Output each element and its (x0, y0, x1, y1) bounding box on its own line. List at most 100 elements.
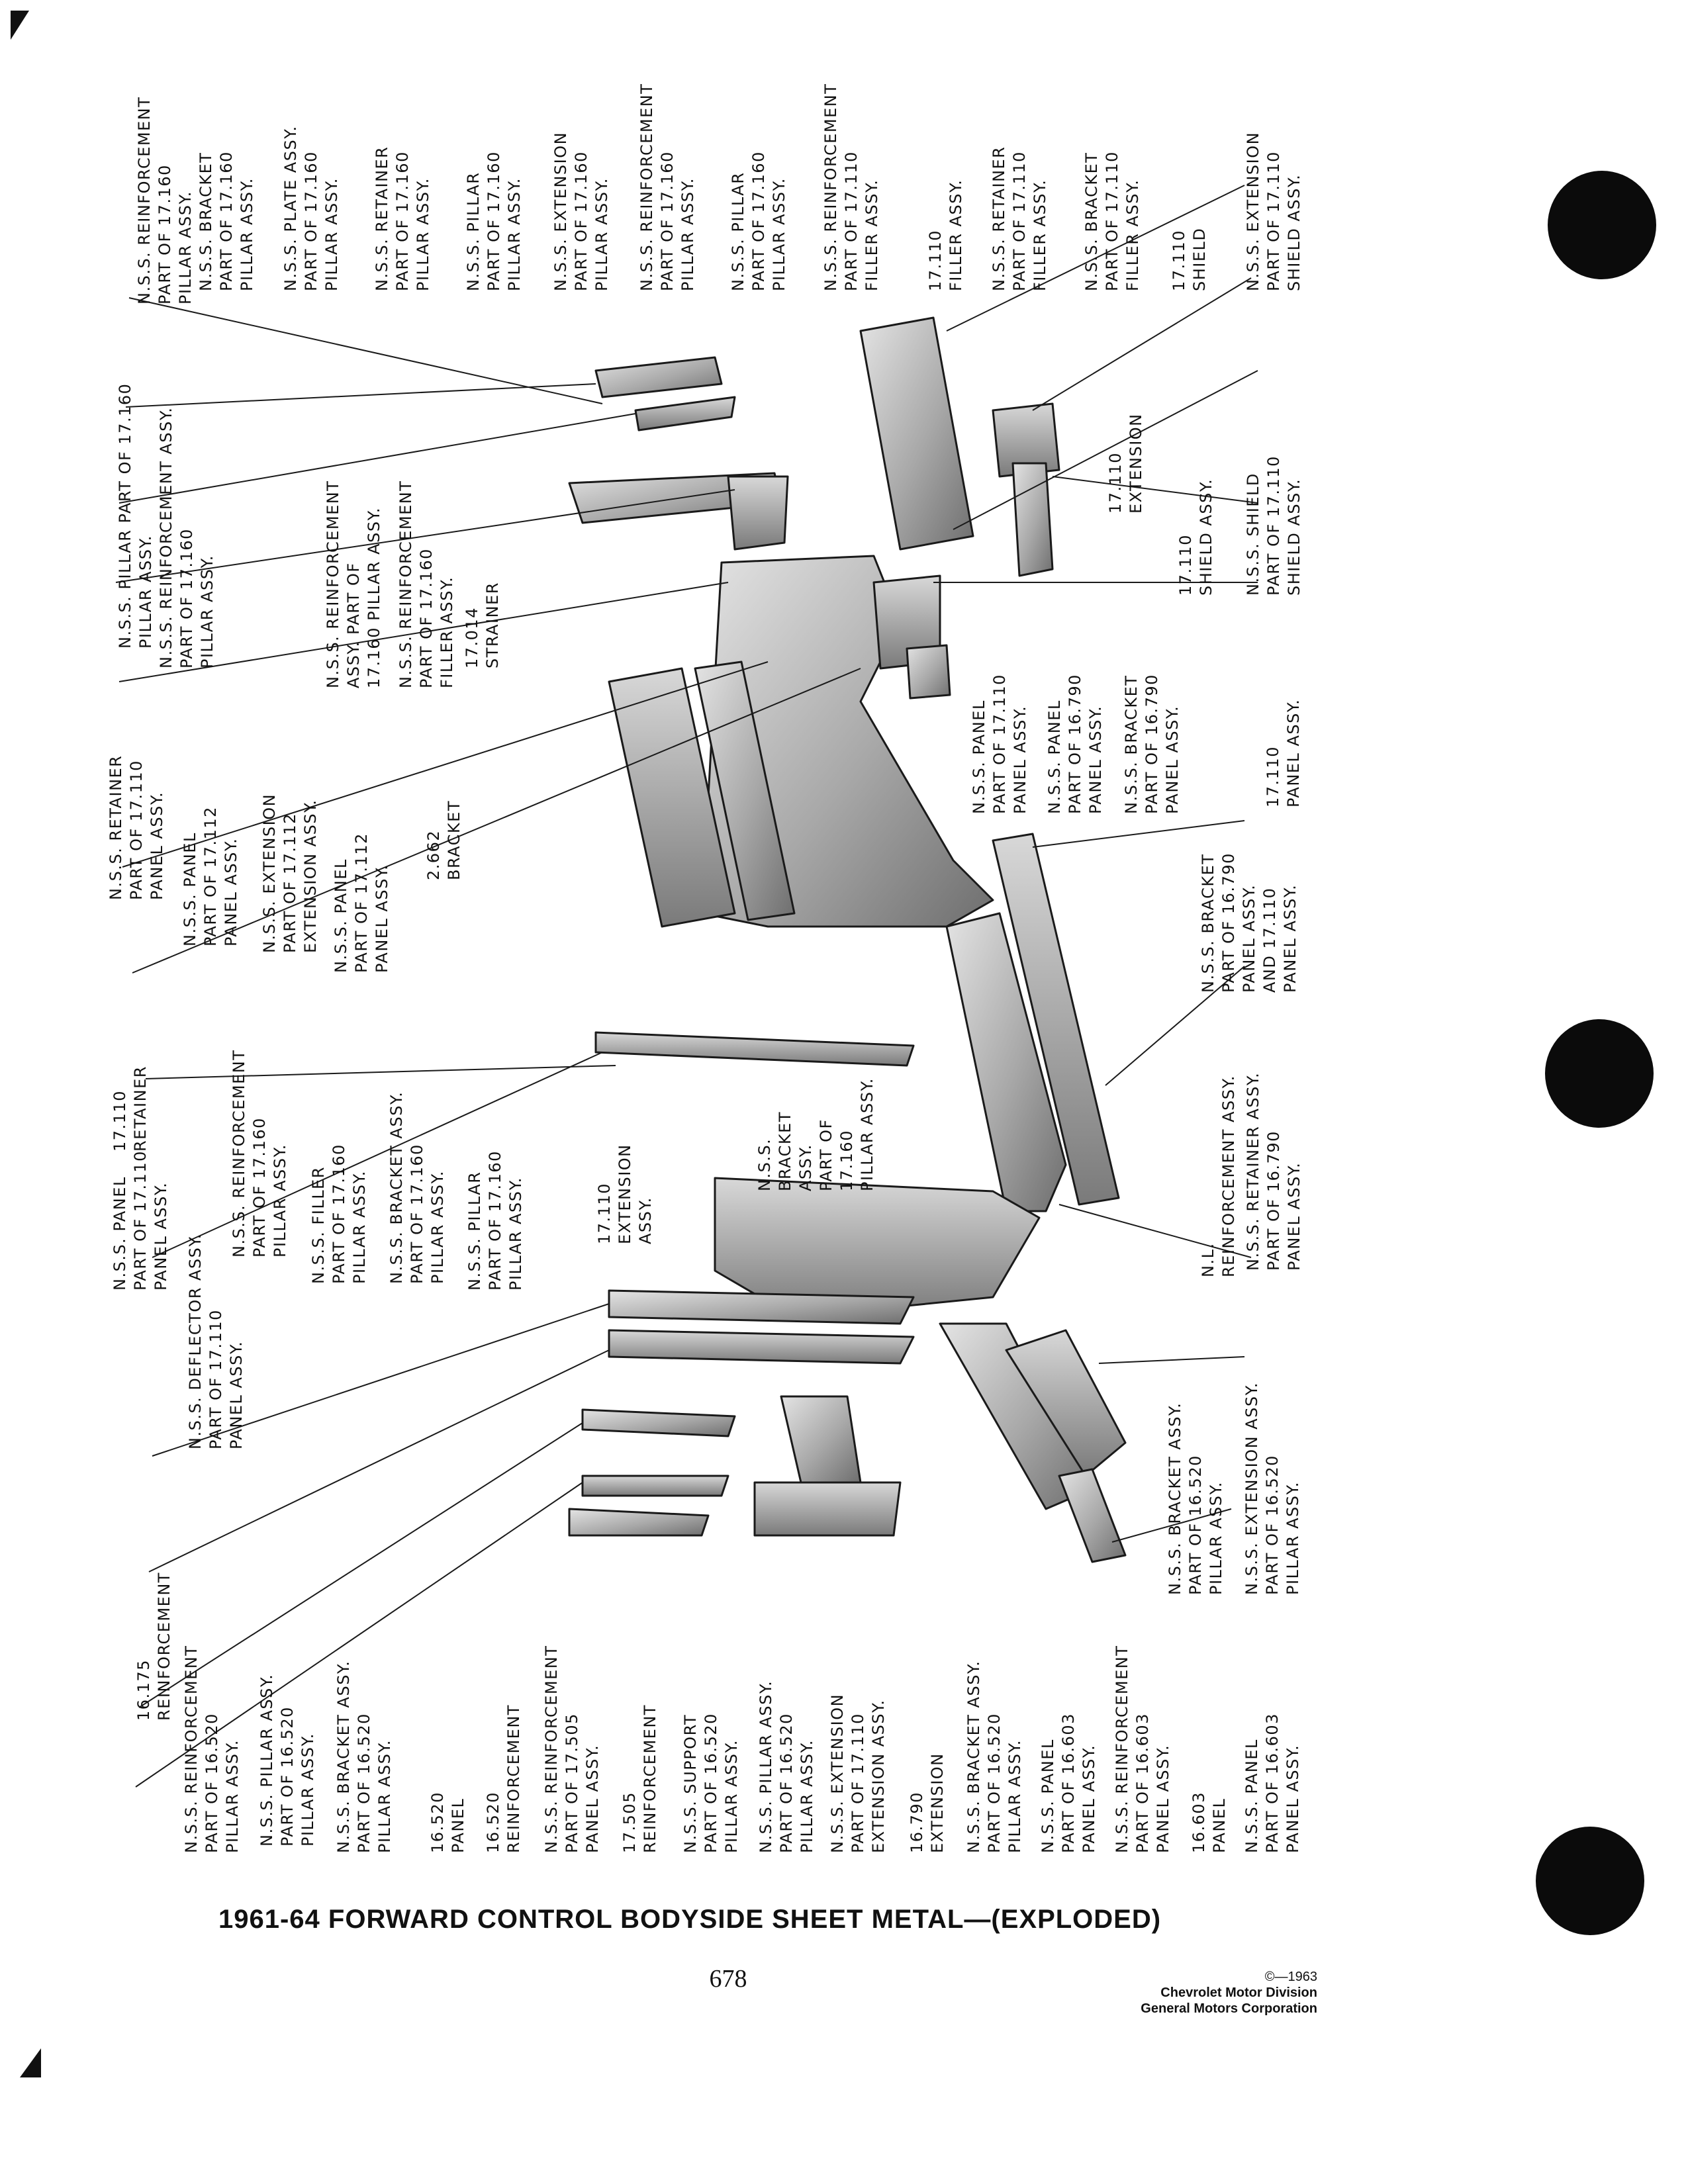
label-line: PART OF 17.112 (352, 833, 371, 973)
label-line: N.S.S. FILLER (309, 1166, 328, 1284)
label-line: 17.505 (620, 1792, 639, 1853)
label-line: PART OF 17.110 (207, 1309, 225, 1449)
label-line: N.S.S. REINFORCEMENT (135, 96, 154, 304)
label-line: PILLAR ASSY. (414, 177, 432, 291)
label-line: N.S.S. PANEL (111, 1176, 129, 1291)
part-upper-bracket-cluster (594, 356, 723, 398)
part-strip-17505 (581, 1408, 736, 1437)
label-line: N.S.S. (755, 1138, 774, 1191)
label-line: PART OF 17.160 (749, 151, 768, 291)
label-line: ASSY. (796, 1144, 815, 1191)
label-line: N.S.S. PILLAR PART OF 17.160 (116, 383, 134, 649)
label-line: N.S.S. RETAINER (373, 146, 391, 291)
part-side-reinforcement (992, 833, 1120, 1206)
label-line: PART OF (817, 1118, 835, 1191)
label-line: N.S.S. EXTENSION (551, 131, 570, 291)
label-line: N.L. (1199, 1242, 1217, 1277)
label-line: STRAINER (483, 582, 502, 668)
label-line: PANEL ASSY. (152, 1181, 170, 1291)
part-lower-bodyside (714, 1177, 1041, 1318)
label-line: SHIELD ASSY. (1197, 478, 1215, 596)
label-line: PILLAR ASSY. (238, 177, 256, 291)
binder-hole-bottom (1536, 1827, 1644, 1935)
label-line: PANEL ASSY. (1154, 1744, 1172, 1853)
label-line: BRACKET (776, 1111, 794, 1191)
label-line: PART OF 17.112 (201, 806, 220, 946)
label-line: N.S.S. EXTENSION ASSY. (1243, 1382, 1261, 1595)
label-line: PILLAR ASSY. (350, 1170, 369, 1284)
label-line: REINFORCEMENT (504, 1704, 523, 1853)
label-line: PANEL (1210, 1797, 1229, 1853)
label-line: N.S.S. PILLAR (465, 1171, 484, 1291)
label-line: PART OF 17.110 (127, 760, 146, 900)
part-upper-pillar-strip (634, 396, 736, 432)
label-line: PILLAR ASSY. (798, 1739, 816, 1853)
label-line: FILLER ASSY. (1123, 179, 1142, 291)
binder-hole-top (1548, 171, 1656, 279)
part-central-pillar-panel (608, 667, 736, 928)
leader-line (1032, 277, 1252, 411)
leader-line (118, 413, 636, 504)
part-strip-16520 (608, 1289, 915, 1325)
label-line: 16.520 (428, 1792, 447, 1853)
label-line: 17.110 (111, 1090, 129, 1152)
label-line: 16.175 (134, 1659, 153, 1721)
registration-mark-bottom-left (20, 2048, 41, 2077)
label-line: 17.160 PILLAR ASSY. (365, 507, 383, 688)
label-line: PILLAR ASSY. (428, 1170, 447, 1284)
label-line: PART OF 17.505 (563, 1713, 581, 1853)
label-line: PART OF 17.110 (990, 674, 1009, 814)
label-line: FILLER ASSY. (438, 576, 456, 688)
label-line: N.S.S. PANEL (1039, 1739, 1057, 1853)
leader-line (1032, 820, 1245, 848)
leader-line (1111, 1508, 1232, 1543)
label-line: PILLAR ASSY. (722, 1739, 741, 1853)
label-line: PART OF 17.160 (250, 1117, 269, 1257)
label-line: N.S.S. REINFORCEMENT ASSY. (157, 406, 175, 668)
label-line: N.S.S. BRACKET ASSY. (1166, 1402, 1184, 1595)
leader-line (135, 1482, 583, 1788)
label-line: 17.014 (463, 607, 481, 668)
label-line: PANEL ASSY. (1011, 705, 1029, 814)
label-line: PILLAR ASSY. (322, 177, 341, 291)
label-line: PART OF 17.110 (849, 1713, 867, 1853)
label-line: PART OF 17.160 (417, 548, 436, 688)
label-line: PILLAR ASSY. (375, 1739, 394, 1853)
label-line: N.S.S. RETAINER (107, 754, 125, 900)
label-line: N.S.S. BRACKET (1082, 152, 1101, 291)
label-line: N.S.S. REINFORCEMENT (637, 83, 656, 291)
label-line: PANEL ASSY. (1281, 884, 1299, 993)
label-line: N.S.S. REINFORCEMENT (397, 480, 415, 688)
label-line: SHIELD (1190, 227, 1209, 291)
label-line: N.S.S. PANEL (970, 700, 988, 814)
part-lower-corner-reinforcement (1058, 1468, 1127, 1563)
label-line: N.S.S. SUPPORT (681, 1713, 700, 1853)
label-line: PANEL ASSY. (1284, 1744, 1302, 1853)
label-line: 17.110 (926, 230, 945, 291)
label-line: EXTENSION ASSY. (869, 1699, 888, 1853)
label-line: 17.110 (1106, 452, 1125, 514)
label-line: PANEL ASSY. (222, 837, 240, 946)
leader-line (1098, 1356, 1245, 1364)
leader-line (138, 1422, 583, 1708)
leader-line (953, 370, 1258, 530)
label-line: PART OF 17.160 (330, 1144, 348, 1284)
label-line: N.S.S. BRACKET ASSY. (334, 1660, 353, 1853)
binder-hole-middle (1545, 1019, 1654, 1128)
label-line: EXTENSION (1127, 413, 1145, 514)
label-line: FILLER ASSY. (863, 179, 881, 291)
label-line: N.S.S. PANEL (1045, 700, 1064, 814)
leader-line (118, 582, 729, 682)
label-line: PART OF 17.110 (1264, 151, 1283, 291)
part-lower-pillar-track (945, 912, 1067, 1212)
label-line: PART OF 17.110 (131, 1150, 150, 1291)
label-line: RETAINER (131, 1066, 150, 1152)
label-line: BRACKET (445, 800, 463, 880)
label-line: N.S.S. SHIELD (1244, 473, 1262, 596)
label-line: SHIELD ASSY. (1285, 478, 1303, 596)
part-upper-strip-1 (594, 1031, 915, 1067)
part-shield (992, 402, 1060, 478)
leader-line (946, 185, 1245, 332)
label-line: PART OF 17.110 (1010, 151, 1029, 291)
label-line: N.S.S. DEFLECTOR ASSY. (186, 1233, 205, 1449)
